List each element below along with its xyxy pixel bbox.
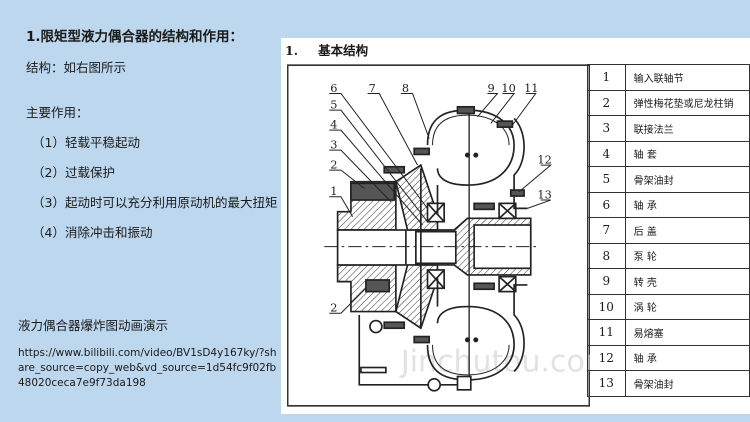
part-number: 6: [587, 191, 626, 218]
function-item: （3）起动时可以充分利用原动机的最大扭矩: [32, 195, 278, 210]
part-name: 轴 承: [624, 344, 750, 371]
function-item: （1）轻载平稳起动: [32, 135, 140, 150]
structure-figure: 1. 基本结构 Jinchutou.com: [281, 38, 750, 414]
part-number: 2: [587, 89, 626, 116]
callout-8: 8: [402, 81, 409, 95]
part-name: 轴 承: [624, 191, 750, 218]
part-name: 联接法兰: [624, 115, 750, 142]
callout-2-lower: 2: [330, 301, 337, 315]
part-number: 4: [587, 140, 626, 167]
part-number: 12: [587, 344, 626, 371]
part-number: 11: [587, 319, 626, 346]
part-name: 弹性梅花垫或尼龙柱销: [624, 89, 750, 116]
functions-heading: 主要作用：: [26, 105, 89, 120]
function-item: （2）过载保护: [32, 165, 115, 180]
structure-text: 结构：如右图所示: [26, 60, 127, 75]
part-number: 3: [587, 115, 626, 142]
callout-2: 2: [330, 157, 337, 171]
part-name: 输入联轴节: [624, 64, 750, 91]
figure-title-text: 基本结构: [318, 43, 369, 58]
figure-number: 1.: [285, 43, 299, 58]
callout-10: 10: [501, 81, 515, 95]
callout-7: 7: [369, 81, 376, 95]
part-name: 轴 套: [624, 140, 750, 167]
part-name: 易熔塞: [624, 319, 750, 346]
video-link[interactable]: https://www.bilibili.com/video/BV1sD4y16…: [18, 347, 277, 389]
part-name: 骨架油封: [624, 370, 750, 397]
part-name: 涡 轮: [624, 293, 750, 320]
part-number: 8: [587, 242, 626, 269]
callout-1: 1: [330, 184, 337, 198]
function-item: （4）消除冲击和振动: [32, 225, 153, 240]
callout-9: 9: [487, 81, 494, 95]
figure-title: 1. 基本结构: [285, 40, 368, 59]
callout-6: 6: [330, 81, 337, 95]
part-number: 13: [587, 370, 626, 397]
callout-11: 11: [524, 81, 538, 95]
animation-label: 液力偶合器爆炸图动画演示: [18, 318, 169, 333]
callout-3: 3: [330, 137, 337, 151]
part-number: 7: [587, 217, 626, 244]
callout-13: 13: [537, 187, 551, 201]
part-number: 1: [587, 64, 626, 91]
part-number: 10: [587, 293, 626, 320]
callout-5: 5: [330, 97, 337, 111]
callout-12: 12: [537, 152, 551, 166]
part-name: 骨架油封: [624, 166, 750, 193]
callout-4: 4: [330, 117, 337, 131]
part-name: 泵 轮: [624, 242, 750, 269]
coupling-diagram: Jinchutou.com: [287, 64, 590, 407]
part-name: 后 盖: [624, 217, 750, 244]
part-name: 转 壳: [624, 268, 750, 295]
part-number: 5: [587, 166, 626, 193]
slide-title: 1.限矩型液力偶合器的结构和作用：: [26, 29, 244, 45]
part-number: 9: [587, 268, 626, 295]
